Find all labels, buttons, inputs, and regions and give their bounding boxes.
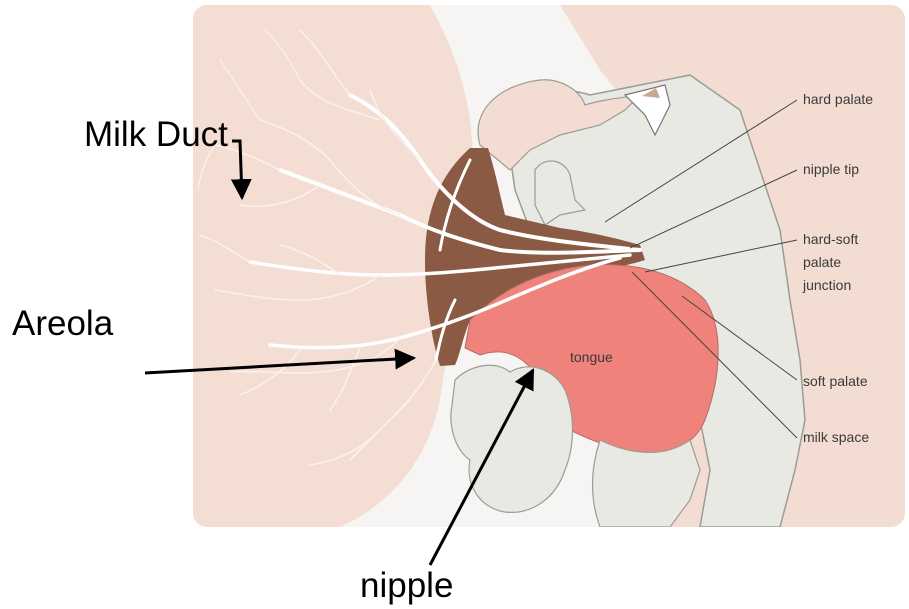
label-milk-space: milk space [803, 429, 869, 445]
label-hard-soft-line1: hard-soft [803, 231, 858, 247]
label-nipple-tip: nipple tip [803, 161, 859, 177]
label-hard-palate: hard palate [803, 91, 873, 107]
label-hard-soft-line3: junction [802, 277, 851, 293]
label-soft-palate: soft palate [803, 373, 868, 389]
illustration-panel: hard palate nipple tip hard-soft palate … [193, 5, 905, 527]
annotation-milk-duct: Milk Duct [84, 115, 228, 154]
label-hard-soft-line2: palate [803, 254, 841, 270]
annotation-areola: Areola [12, 304, 114, 343]
label-tongue: tongue [570, 349, 613, 365]
annotation-nipple: nipple [360, 566, 453, 605]
